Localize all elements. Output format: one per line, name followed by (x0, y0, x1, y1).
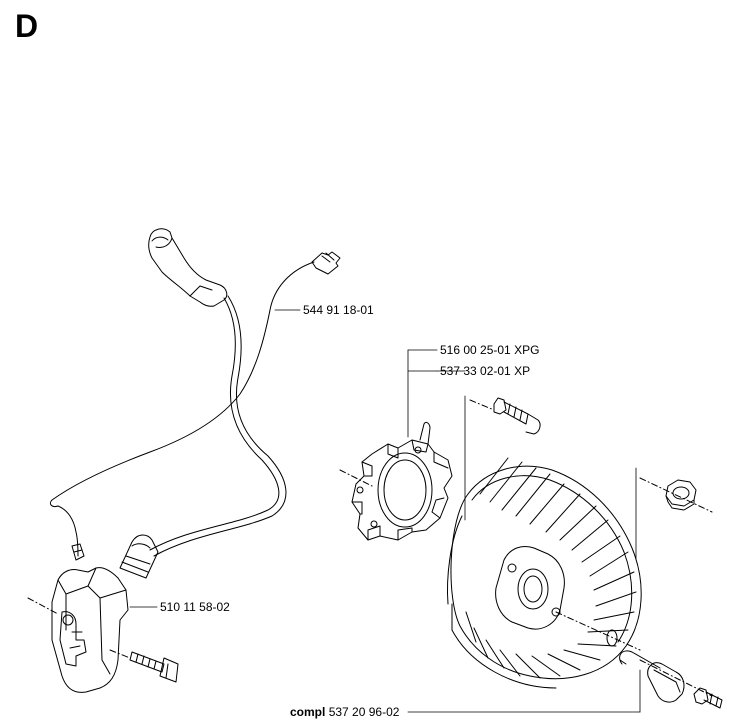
section-letter: D (15, 8, 39, 44)
starter-pawl-carrier (340, 422, 452, 540)
kill-wire-connector (312, 252, 340, 274)
part-number-hv-lead: 544 91 18-01 (303, 303, 374, 317)
washer (556, 612, 640, 650)
flywheel-screw (470, 398, 540, 434)
part-number-complete-assembly: compl 537 20 96-02 (290, 705, 399, 719)
part-number-flywheel-xp: 537 33 02-01 XP (440, 364, 531, 378)
module-screw (110, 650, 178, 682)
part-number-ignition-module: 510 11 58-02 (160, 600, 230, 614)
flywheel-nut (640, 478, 712, 512)
ignition-module (28, 535, 158, 692)
flywheel (448, 458, 642, 688)
spring-clip (620, 651, 660, 668)
kill-wire (50, 262, 314, 507)
compl-number: 537 20 96-02 (328, 705, 400, 719)
spark-plug-boot (149, 229, 227, 306)
part-number-flywheel-xpg: 516 00 25-01 XPG (440, 343, 540, 357)
starter-pawl (640, 660, 712, 702)
hv-lead-assembly (50, 229, 340, 560)
compl-prefix: compl (290, 705, 326, 719)
leader-lines (130, 310, 640, 712)
pawl-screw (694, 688, 722, 708)
